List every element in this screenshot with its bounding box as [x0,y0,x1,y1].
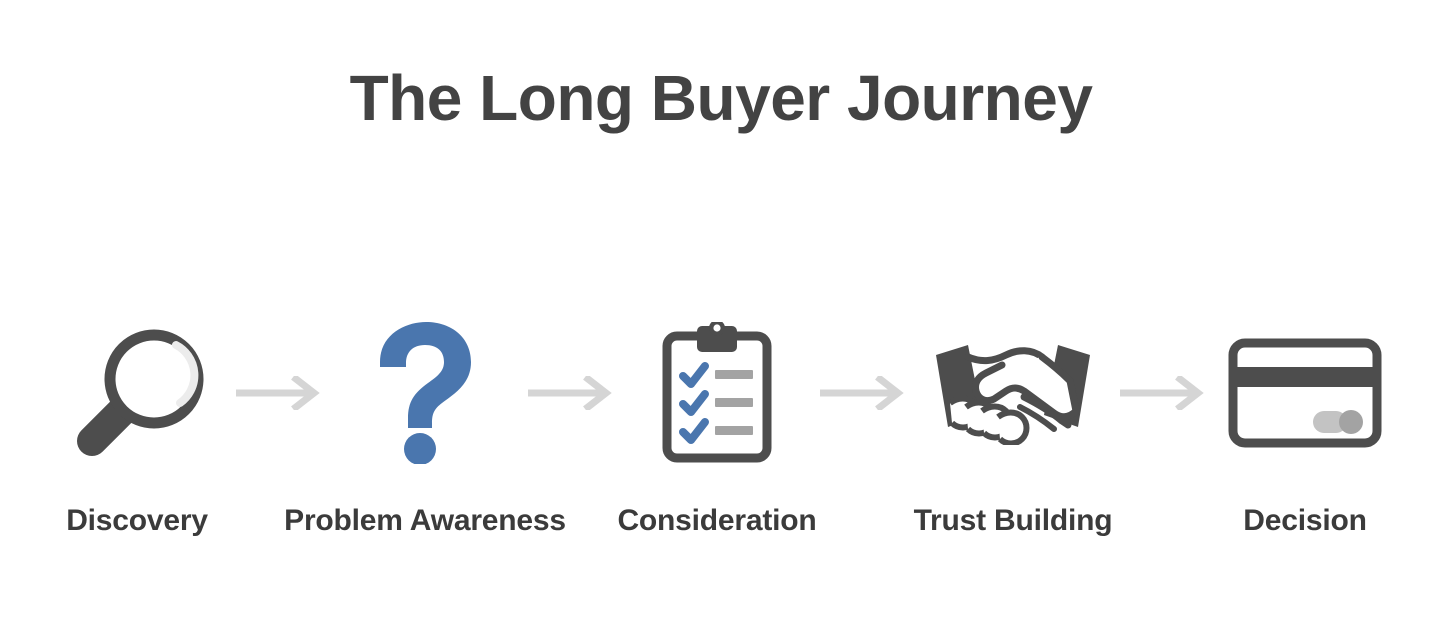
stage-label-decision: Decision [1243,504,1367,537]
stage-label-problem-awareness: Problem Awareness [284,504,566,537]
handshake-icon [923,318,1103,468]
credit-card-icon [1215,318,1395,468]
journey-stage-problem-awareness: Problem Awareness [284,318,566,538]
journey-stage-trust-building: Trust Building [911,318,1115,538]
page-title: The Long Buyer Journey [349,62,1093,134]
arrow-right-icon [1115,318,1211,468]
question-mark-icon [335,318,515,468]
stage-label-discovery: Discovery [66,504,208,537]
journey-stage-consideration: Consideration [617,318,817,538]
arrow-right-icon [523,318,619,468]
stage-label-trust-building: Trust Building [913,504,1113,537]
arrow-right-icon [231,318,327,468]
arrow-right-icon [815,318,911,468]
clipboard-checklist-icon [627,318,807,468]
journey-flow: Discovery Problem Awareness [60,318,1382,558]
journey-stage-discovery: Discovery [43,318,231,538]
magnifying-glass-icon [47,318,227,468]
journey-stage-decision: Decision [1211,318,1399,538]
stage-label-consideration: Consideration [617,504,817,537]
